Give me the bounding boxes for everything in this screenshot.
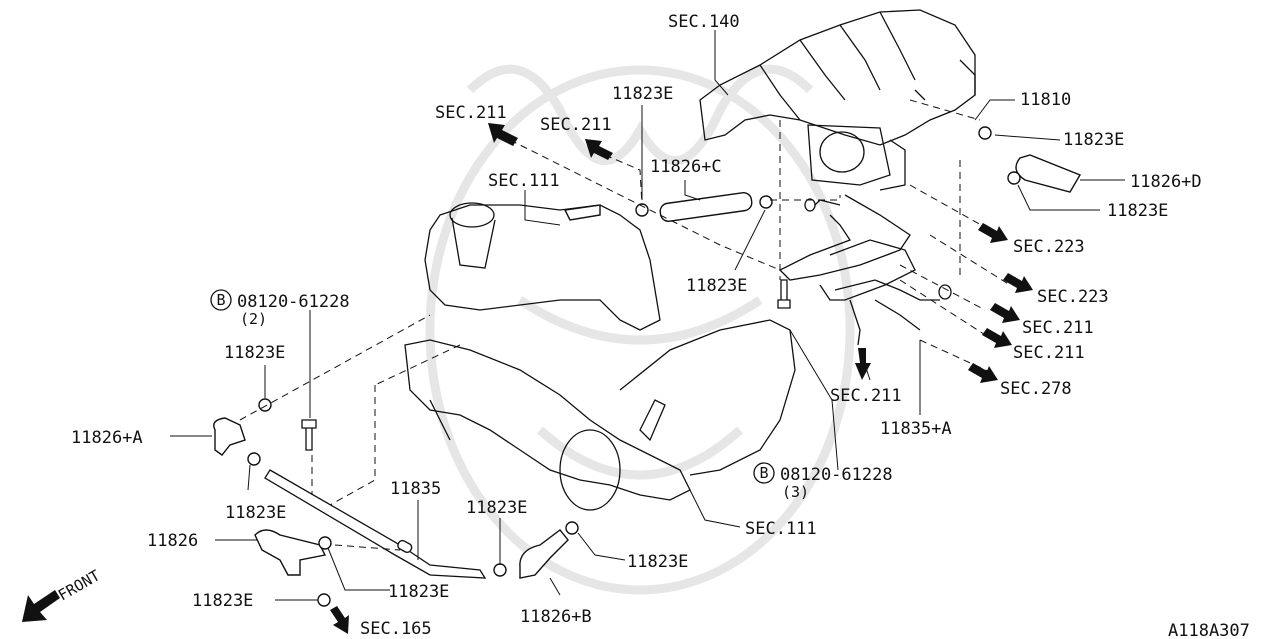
water-pipe-11835: [264, 469, 487, 579]
label-11826: 11826: [147, 531, 198, 551]
arrow-sec223-b: [1003, 273, 1033, 293]
label-sec211-b: SEC.211: [540, 115, 612, 135]
label-11810: 11810: [1020, 90, 1071, 110]
label-bolt-right-qty: (3): [782, 483, 809, 501]
label-11826a: 11826+A: [71, 428, 143, 448]
label-11823e-bottom2: 11823E: [627, 552, 688, 572]
arrow-sec211-e: [855, 348, 871, 380]
intake-manifold: [699, 9, 976, 191]
label-11823e-top: 11823E: [612, 84, 673, 104]
label-11826d: 11826+D: [1130, 172, 1202, 192]
arrow-sec223-a: [978, 223, 1008, 243]
hose-clamps: [247, 126, 1021, 607]
label-sec278: SEC.278: [1000, 379, 1072, 399]
label-sec211-c: SEC.211: [1022, 318, 1094, 338]
arrow-sec211-a: [488, 123, 518, 146]
label-bolt-left-qty: (2): [240, 310, 267, 328]
label-11826b: 11826+B: [520, 607, 592, 627]
label-11835a: 11835+A: [880, 419, 952, 439]
label-sec211-a: SEC.211: [435, 103, 507, 123]
label-sec223-a: SEC.223: [1013, 237, 1085, 257]
label-sec211-d: SEC.211: [1013, 343, 1085, 363]
routing-lines: [239, 99, 1011, 551]
bolt-marker-left: [210, 289, 232, 311]
hoses: [213, 154, 1082, 579]
label-sec140: SEC.140: [668, 12, 740, 32]
callout-labels: SEC.140 SEC.211 SEC.211 11823E 11810 118…: [55, 12, 1250, 639]
label-bolt-right: 08120-61228: [780, 465, 893, 485]
label-sec111-top: SEC.111: [488, 171, 560, 191]
label-11823e-bottom1: 11823E: [466, 498, 527, 518]
label-bolt-left: 08120-61228: [237, 292, 350, 312]
label-11823e-bottom3: 11823E: [388, 582, 449, 602]
label-front: FRONT: [55, 566, 103, 604]
arrow-sec211-c: [990, 303, 1020, 323]
bolts: [301, 279, 791, 451]
direction-arrows: [22, 123, 1033, 634]
label-sec165: SEC.165: [360, 619, 432, 639]
arrow-sec211-d: [982, 328, 1012, 348]
label-11823e-mid: 11823E: [686, 276, 747, 296]
water-pipe-assembly: [778, 194, 952, 346]
bolt-symbol-right: B: [759, 464, 768, 482]
bolt-markers: B B: [210, 289, 775, 484]
label-11826c: 11826+C: [650, 157, 722, 177]
watermark-emblem: [425, 64, 855, 595]
label-11835: 11835: [390, 479, 441, 499]
label-sec211-e: SEC.211: [830, 386, 902, 406]
arrow-sec211-b: [585, 139, 613, 160]
label-11823e-bottom4: 11823E: [192, 591, 253, 611]
front-arrow: [22, 590, 60, 622]
bolt-symbol-left: B: [216, 291, 225, 309]
label-sec223-b: SEC.223: [1037, 287, 1109, 307]
leader-lines: [170, 30, 1125, 601]
label-11823e-right1: 11823E: [1063, 130, 1124, 150]
arrow-sec278: [968, 363, 998, 383]
label-diagram-id: A118A307: [1168, 621, 1250, 639]
label-11823e-left1: 11823E: [224, 343, 285, 363]
arrow-sec165: [330, 606, 349, 634]
label-sec111-bottom: SEC.111: [745, 519, 817, 539]
label-11823e-left2: 11823E: [225, 503, 286, 523]
label-11823e-right2: 11823E: [1107, 201, 1168, 221]
bolt-marker-right: [753, 462, 775, 484]
